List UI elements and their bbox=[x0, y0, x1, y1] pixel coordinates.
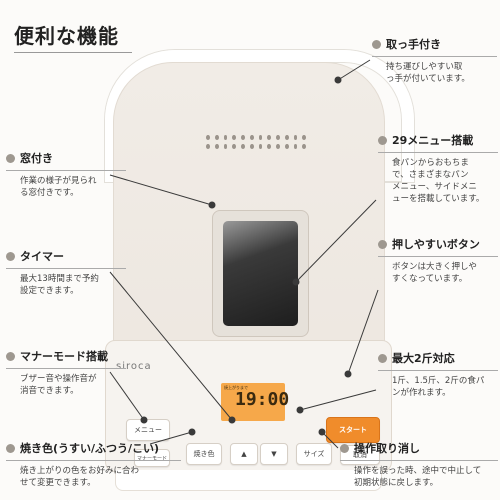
callout-color: 焼き色(うすい/ふつう/こい) 焼き上がりの色をお好みに合わせて変更できます。 bbox=[6, 440, 181, 489]
callout-body: 焼き上がりの色をお好みに合わせて変更できます。 bbox=[20, 466, 140, 488]
bullet-dot bbox=[6, 443, 15, 453]
callout-body: 1斤、1.5斤、2斤の食パンが作れます。 bbox=[392, 376, 485, 398]
page-title: 便利な機能 bbox=[14, 24, 119, 48]
callout-body: ブザー音や操作音が消音できます。 bbox=[20, 374, 97, 396]
callout-title: マナーモード搭載 bbox=[20, 350, 108, 363]
bullet-dot bbox=[372, 39, 381, 49]
size-button[interactable]: サイズ bbox=[296, 443, 332, 465]
window-glass bbox=[223, 221, 298, 326]
viewing-window bbox=[212, 210, 309, 337]
bullet-dot bbox=[340, 443, 349, 453]
manner-mode-button[interactable]: マナーモード bbox=[134, 449, 170, 467]
bullet-dot bbox=[6, 153, 15, 163]
callout-title: タイマー bbox=[20, 250, 64, 263]
callout-handle: 取っ手付き 持ち運びしやすい取 っ手が付いています。 bbox=[372, 36, 497, 85]
callout-body: ボタンは大きく押しやすくなっています。 bbox=[392, 262, 477, 284]
timer-up-button[interactable]: ▲ bbox=[230, 443, 258, 465]
bake-color-button[interactable]: 焼き色 bbox=[186, 443, 222, 465]
bullet-dot bbox=[378, 135, 387, 145]
bread-machine: siroca 焼上がりまで 19:00 メニュー マナーモード 焼き色 ▲ ▼ … bbox=[95, 40, 414, 500]
callout-button: 押しやすいボタン ボタンは大きく押しやすくなっています。 bbox=[378, 236, 498, 285]
callout-cancel: 操作取り消し 操作を誤った時、途中で中止して初期状態に戻します。 bbox=[340, 440, 498, 489]
machine-base bbox=[115, 470, 382, 491]
callout-title: 焼き色(うすい/ふつう/こい) bbox=[20, 442, 160, 455]
lcd-time: 19:00 bbox=[235, 389, 290, 410]
callout-body: 作業の様子が見られる窓付きです。 bbox=[20, 176, 97, 198]
callout-size: 最大2斤対応 1斤、1.5斤、2斤の食パンが作れます。 bbox=[378, 350, 498, 399]
lcd-display: 焼上がりまで 19:00 bbox=[221, 383, 289, 421]
bullet-dot bbox=[6, 351, 15, 361]
callout-title: 取っ手付き bbox=[386, 38, 441, 51]
callout-body: 持ち運びしやすい取 っ手が付いています。 bbox=[386, 62, 470, 84]
callout-title: 窓付き bbox=[20, 152, 53, 165]
callout-body: 最大13時間まで予約設定できます。 bbox=[20, 274, 99, 296]
callout-title: 最大2斤対応 bbox=[392, 352, 455, 365]
bullet-dot bbox=[6, 251, 15, 261]
lcd-label: 焼上がりまで bbox=[224, 385, 248, 390]
menu-button[interactable]: メニュー bbox=[126, 419, 170, 441]
callout-menu29: 29メニュー搭載 食パンからおもちまで、さまざまなパンメニュー、サイドメニューを… bbox=[378, 132, 498, 205]
callout-title: 29メニュー搭載 bbox=[392, 134, 474, 147]
callout-manner: マナーモード搭載 ブザー音や操作音が消音できます。 bbox=[6, 348, 126, 397]
callout-window: 窓付き 作業の様子が見られる窓付きです。 bbox=[6, 150, 126, 199]
steam-vents bbox=[206, 135, 306, 153]
bullet-dot bbox=[378, 239, 387, 249]
callout-timer: タイマー 最大13時間まで予約設定できます。 bbox=[6, 248, 126, 297]
callout-title: 押しやすいボタン bbox=[392, 238, 480, 251]
callout-title: 操作取り消し bbox=[354, 442, 420, 455]
bullet-dot bbox=[378, 353, 387, 363]
title-divider bbox=[14, 52, 132, 53]
callout-body: 食パンからおもちまで、さまざまなパンメニュー、サイドメニューを搭載しています。 bbox=[392, 158, 485, 204]
timer-down-button[interactable]: ▼ bbox=[260, 443, 288, 465]
callout-body: 操作を誤った時、途中で中止して初期状態に戻します。 bbox=[354, 466, 482, 488]
